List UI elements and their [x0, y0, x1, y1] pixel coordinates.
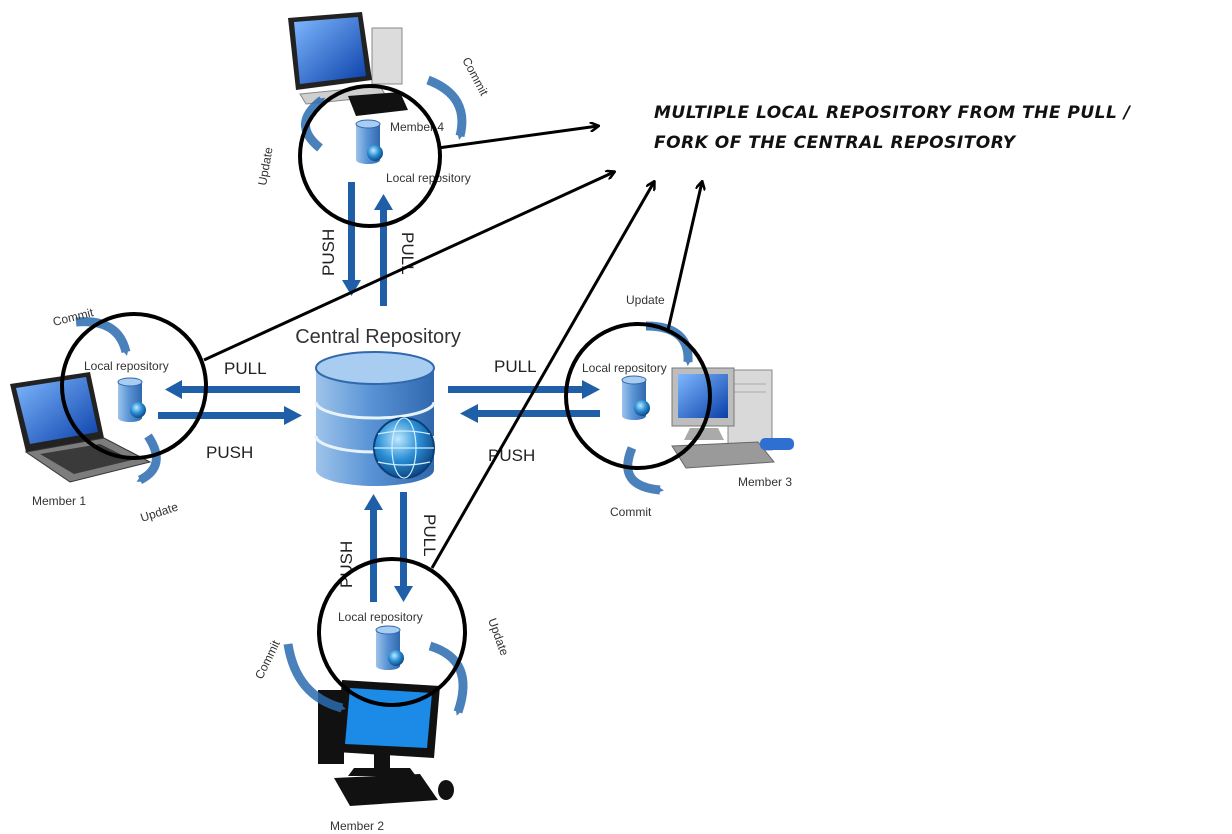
desktop-computer-icon [671, 367, 794, 469]
member2-pull-arrow [394, 492, 413, 602]
member3-pull-label: PULL [494, 357, 537, 376]
central-repository-label: Central Repository [295, 326, 461, 348]
central-repository: Central Repository [295, 326, 461, 486]
member1-update-label: Update [139, 499, 180, 524]
member2-pull-label: PULL [420, 514, 439, 557]
member2-local-repo-label: Local repository [338, 610, 423, 624]
pointer-arrow-member4 [437, 126, 598, 150]
globe-icon [373, 417, 435, 479]
member1-pull-arrow [165, 380, 300, 399]
database-icon [621, 375, 650, 420]
member1-name: Member 1 [32, 494, 86, 508]
member1-push-label: PUSH [206, 443, 253, 462]
member2-name: Member 2 [330, 819, 384, 833]
member1-highlight-circle [60, 312, 208, 460]
member3-pull-arrow [448, 380, 600, 399]
member1-pull-label: PULL [224, 359, 267, 378]
member3-local-repo-label: Local repository [582, 361, 667, 375]
member4-node: Commit Update Member 4 Local repository [255, 12, 491, 228]
pointer-arrow-member3 [666, 182, 702, 331]
member1-push-arrow [158, 406, 302, 425]
desktop-computer-icon [318, 680, 454, 806]
member2-commit-label: Commit [252, 637, 283, 681]
annotation-line-1: MULTIPLE LOCAL REPOSITORY FROM THE PULL … [654, 103, 1132, 123]
member4-update-label: Update [255, 146, 276, 187]
annotation: MULTIPLE LOCAL REPOSITORY FROM THE PULL … [654, 103, 1132, 153]
member3-node: Update Commit Member 3 Local repository [564, 293, 794, 519]
all-in-one-pc-icon [288, 12, 408, 116]
database-icon [355, 119, 383, 164]
member3-name: Member 3 [738, 475, 792, 489]
member3-commit-label: Commit [610, 505, 652, 519]
member4-local-repo-label: Local repository [386, 171, 471, 185]
member2-update-label: Update [485, 616, 512, 657]
member2-push-arrow [364, 494, 383, 602]
pointer-arrow-member1 [203, 172, 614, 362]
annotation-line-2: FORK OF THE CENTRAL REPOSITORY [654, 133, 1017, 153]
member4-pull-arrow [374, 194, 393, 306]
member2-highlight-circle [317, 557, 467, 707]
member4-push-arrow [342, 182, 361, 296]
member3-update-label: Update [626, 293, 665, 307]
member3-highlight-circle [564, 322, 712, 470]
pointer-arrow-member2 [430, 182, 654, 569]
member1-node: Commit Update Member 1 Local repository [10, 305, 208, 525]
database-icon [117, 377, 146, 422]
member4-highlight-circle [298, 84, 442, 228]
database-icon [375, 625, 404, 670]
member4-commit-label: Commit [459, 55, 491, 99]
member3-push-arrow [460, 404, 600, 423]
member1-local-repo-label: Local repository [84, 359, 169, 373]
member2-node: Commit Update Member 2 Local repository [252, 557, 512, 833]
member4-push-label: PUSH [319, 229, 338, 276]
member2-push-label: PUSH [337, 541, 356, 588]
